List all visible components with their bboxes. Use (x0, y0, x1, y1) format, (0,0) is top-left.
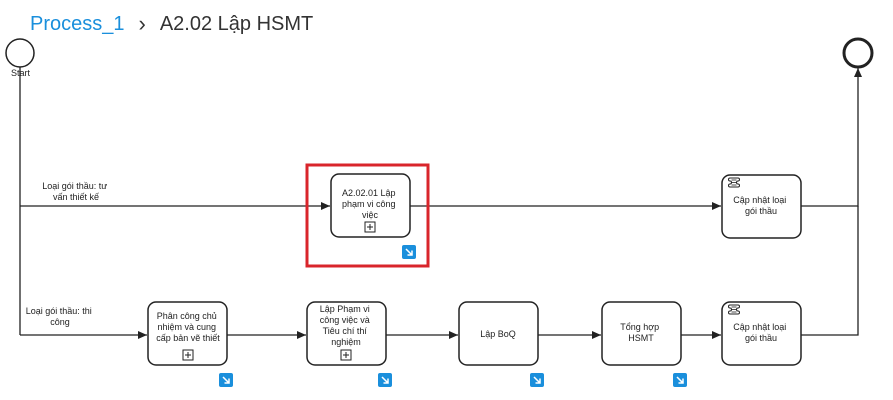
task-scope-label: Lập Phạm vi công việc và Tiêu chí thí ng… (320, 304, 373, 347)
task-update-type-bottom-label: Cập nhật loại gói thầu (733, 322, 789, 343)
breadcrumb-separator: › (138, 11, 146, 36)
expand-icon[interactable] (364, 221, 376, 233)
task-boq[interactable]: Lập BoQ (458, 301, 545, 388)
drill-down-icon[interactable] (529, 372, 545, 388)
drill-down-icon[interactable] (401, 244, 417, 260)
breadcrumb-link-process[interactable]: Process_1 (30, 12, 125, 35)
task-a20201-label: A2.02.01 Lập phạm vi công việc (342, 188, 398, 220)
drill-down-icon[interactable] (377, 372, 393, 388)
condition-label-top: Loại gói thầu: tư vấn thiết kế (42, 181, 110, 202)
flow-update-bottom-to-end[interactable] (801, 206, 859, 336)
task-update-type-top-label: Cập nhật loại gói thầu (733, 195, 789, 216)
task-a20201[interactable]: A2.02.01 Lập phạm vi công việc (305, 163, 430, 268)
condition-label-bottom: Loại gói thầu: thi công (26, 306, 95, 327)
task-summary-label: Tổng hợp HSMT (620, 322, 661, 343)
start-event-label: Start (11, 68, 31, 78)
drill-down-icon[interactable] (218, 372, 234, 388)
task-assign[interactable]: Phân công chủ nhiệm và cung cấp bản vẽ t… (147, 301, 234, 388)
task-assign-label: Phân công chủ nhiệm và cung cấp bản vẽ t… (156, 311, 220, 343)
task-summary[interactable]: Tổng hợp HSMT (601, 301, 688, 388)
selection-highlight (305, 163, 430, 268)
task-update-type-bottom[interactable]: Cập nhật loại gói thầu (721, 301, 802, 366)
task-update-type-top[interactable]: Cập nhật loại gói thầu (721, 174, 802, 239)
expand-icon[interactable] (340, 349, 352, 361)
page-title: A2.02 Lập HSMT (159, 12, 314, 35)
start-event[interactable] (5, 38, 35, 68)
drill-down-icon[interactable] (672, 372, 688, 388)
task-scope[interactable]: Lập Phạm vi công việc và Tiêu chí thí ng… (306, 301, 393, 388)
breadcrumb: Process_1 › A2.02 Lập HSMT (30, 10, 313, 38)
task-boq-label: Lập BoQ (480, 329, 516, 339)
flow-update-top-to-end[interactable] (801, 68, 862, 207)
expand-icon[interactable] (182, 349, 194, 361)
end-event[interactable] (842, 37, 874, 69)
